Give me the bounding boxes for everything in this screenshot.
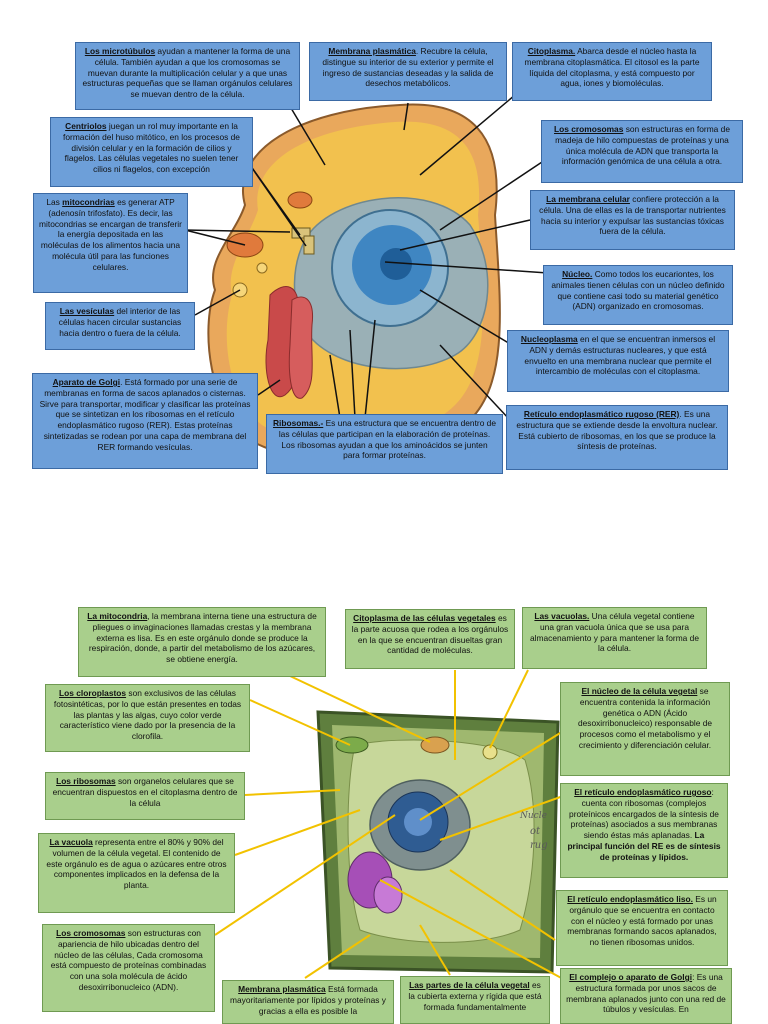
animal-leader-lines (184, 94, 549, 421)
label-vesiculas: Las vesículas del interior de las célula… (45, 302, 195, 350)
label-rer: Retículo endoplasmático rugoso (RER). Es… (506, 405, 728, 470)
label-nucleoplasma: Nucleoplasma en el que se encuentran inm… (507, 330, 729, 392)
label-membrana-vegetal: Membrana plasmática Está formada mayorit… (222, 980, 394, 1024)
animal-golgi-2 (288, 296, 314, 399)
label-nucleo-vegetal: El núcleo de la célula vegetal se encuen… (560, 682, 730, 776)
label-citoplasma: Citoplasma. Abarca desde el núcleo hasta… (512, 42, 712, 101)
animal-vesicle-2 (256, 262, 268, 274)
label-centriolos: Centriolos juegan un rol muy importante … (50, 117, 253, 187)
label-cromosomas: Los cromosomas son estructuras en forma … (541, 120, 743, 183)
plant-small-vacuole (482, 744, 498, 760)
plant-handwriting-3: rug (530, 840, 548, 851)
label-mitocondrias: Las mitocondrias es generar ATP (adenosí… (33, 193, 188, 293)
label-membrana-celular: La membrana celular confiere protección … (530, 190, 735, 250)
plant-leader-lines (214, 669, 581, 981)
label-rer-vegetal: El retículo endoplasmático rugoso: cuent… (560, 783, 728, 878)
plant-handwriting-2: ot (530, 826, 541, 837)
label-ribosomas: Ribosomas.- Es una estructura que se enc… (266, 414, 503, 474)
label-cromosomas-vegetal: Los cromosomas son estructuras con apari… (42, 924, 215, 1012)
label-membrana-plasmatica: Membrana plasmática. Recubre la célula, … (309, 42, 507, 101)
label-golgi-vegetal: El complejo o aparato de Golgi: Es una e… (560, 968, 732, 1024)
label-golgi: Aparato de Golgi. Está formado por una s… (32, 373, 258, 469)
label-citoplasma-vegetal: Citoplasma de las células vegetales es l… (345, 609, 515, 669)
plant-chloroplast (335, 736, 369, 754)
label-cloroplastos: Los cloroplastos son exclusivos de las c… (45, 684, 250, 752)
plant-handwriting-1: Nucle (519, 811, 547, 821)
animal-mitochondrion-2 (287, 191, 313, 209)
label-vacuola: La vacuola representa entre el 80% y 90%… (38, 833, 235, 913)
plant-cell (316, 710, 560, 974)
label-nucleo: Núcleo. Como todos los eucariontes, los … (543, 265, 733, 325)
label-ribosomas-vegetal: Los ribosomas son organelos celulares qu… (45, 772, 245, 820)
animal-nucleolus (380, 248, 412, 280)
label-pared-celular: Las partes de la célula vegetal es la cu… (400, 976, 550, 1024)
label-rel: El retículo endoplasmático liso. Es un o… (556, 890, 728, 966)
plant-golgi-2 (373, 876, 403, 914)
label-microtubulos: Los microtúbulos ayudan a mantener la fo… (75, 42, 300, 110)
animal-centriole-2 (303, 235, 315, 255)
label-mitocondria: La mitocondria, la membrana interna tien… (78, 607, 326, 677)
plant-nucleolus (404, 808, 432, 836)
label-vacuolas: Las vacuolas. Una célula vegetal contien… (522, 607, 707, 669)
